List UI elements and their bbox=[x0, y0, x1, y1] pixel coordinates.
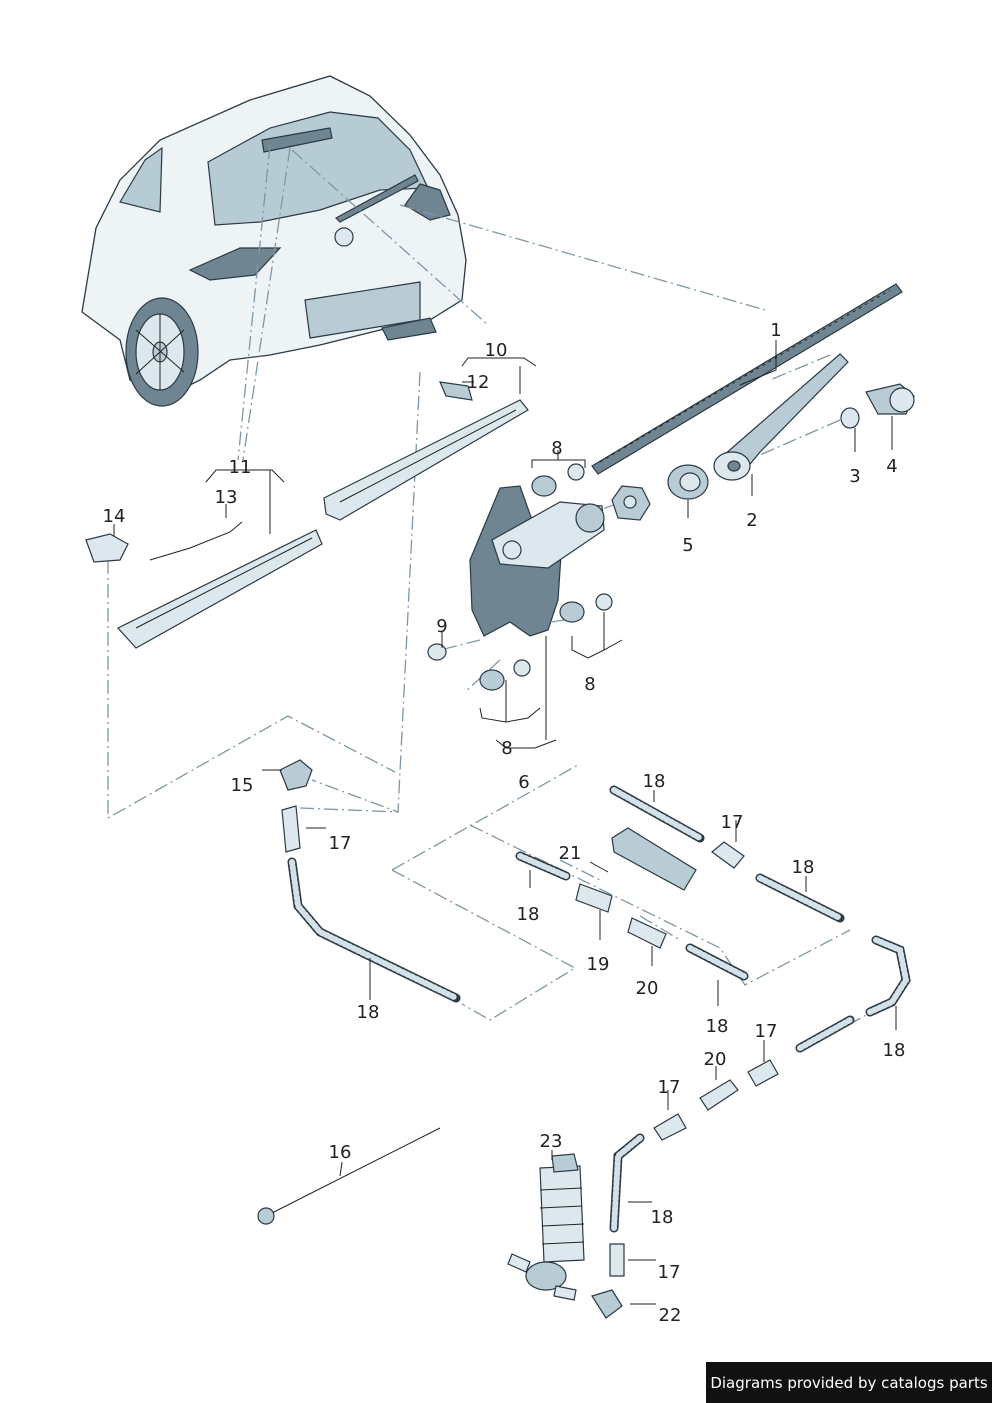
parts bbox=[85, 283, 915, 1319]
callout-label: 18 bbox=[357, 1002, 380, 1023]
callout-label: 8 bbox=[501, 738, 512, 759]
third-brake-light-strip-part bbox=[323, 399, 529, 521]
rubber-grommet-parts bbox=[479, 463, 613, 691]
callout-label: 11 bbox=[229, 457, 252, 478]
assembly-guide-lines bbox=[107, 144, 869, 1026]
wiper-blade-part bbox=[591, 283, 903, 475]
trim-strip-part bbox=[117, 529, 323, 649]
callout-label: 16 bbox=[329, 1142, 352, 1163]
washer-pump-part bbox=[507, 1153, 585, 1301]
callout-label: 18 bbox=[706, 1016, 729, 1037]
callout-label: 14 bbox=[103, 506, 126, 527]
callout-label: 19 bbox=[587, 954, 610, 975]
gasket-part bbox=[611, 485, 651, 521]
callout-label: 1 bbox=[770, 320, 781, 341]
callout-label: 18 bbox=[792, 857, 815, 878]
callout-label: 8 bbox=[551, 438, 562, 459]
callout-label: 21 bbox=[559, 843, 582, 864]
callout-label: 22 bbox=[659, 1305, 682, 1326]
callout-label: 15 bbox=[231, 775, 254, 796]
callout-label: 12 bbox=[467, 372, 490, 393]
callout-label: 4 bbox=[886, 456, 897, 477]
cable-tie-part bbox=[257, 1127, 441, 1225]
callout-label: 17 bbox=[658, 1077, 681, 1098]
cap-nut-part bbox=[840, 407, 860, 429]
callout-label: 17 bbox=[721, 812, 744, 833]
callout-leader-lines bbox=[113, 340, 897, 1305]
callout-label: 18 bbox=[517, 904, 540, 925]
callout-label: 18 bbox=[643, 771, 666, 792]
hex-nut-part bbox=[427, 643, 447, 661]
callout-label: 23 bbox=[540, 1131, 563, 1152]
callout-label: 5 bbox=[682, 535, 693, 556]
wiper-motor-part bbox=[469, 485, 605, 637]
callout-label: 10 bbox=[485, 340, 508, 361]
insulating-sleeve-part bbox=[611, 827, 697, 891]
footer-credit-badge: Diagrams provided by catalogs parts bbox=[706, 1362, 992, 1403]
seal-part bbox=[667, 464, 709, 500]
hose-connector-part bbox=[591, 1289, 623, 1319]
callout-label: 20 bbox=[704, 1049, 727, 1070]
callout-label: 17 bbox=[755, 1021, 778, 1042]
callout-label: 8 bbox=[584, 674, 595, 695]
wiring-harness-part bbox=[149, 521, 243, 561]
callout-label: 18 bbox=[651, 1207, 674, 1228]
wiper-arm-part bbox=[713, 353, 849, 481]
callout-label: 20 bbox=[636, 978, 659, 999]
connector-part bbox=[85, 533, 129, 563]
callout-label: 18 bbox=[883, 1040, 906, 1061]
callout-label: 13 bbox=[215, 487, 238, 508]
callout-label: 17 bbox=[329, 833, 352, 854]
callout-label: 9 bbox=[436, 616, 447, 637]
callout-label: 2 bbox=[746, 510, 757, 531]
callout-label: 3 bbox=[849, 466, 860, 487]
footer-credit-text: Diagrams provided by catalogs parts bbox=[710, 1373, 988, 1392]
elbow-connector-part bbox=[279, 759, 313, 791]
car-rear-illustration bbox=[81, 75, 467, 407]
lamp-socket-part bbox=[439, 381, 473, 401]
hose-coupling-parts bbox=[575, 883, 739, 1111]
callout-label: 6 bbox=[518, 772, 529, 793]
cover-cap-part bbox=[865, 383, 915, 415]
callout-label: 17 bbox=[658, 1262, 681, 1283]
washer-hose-parts bbox=[281, 785, 911, 1277]
callout-labels: 1 2 3 4 5 6 8 8 8 9 10 11 12 13 14 15 16… bbox=[103, 320, 906, 1326]
